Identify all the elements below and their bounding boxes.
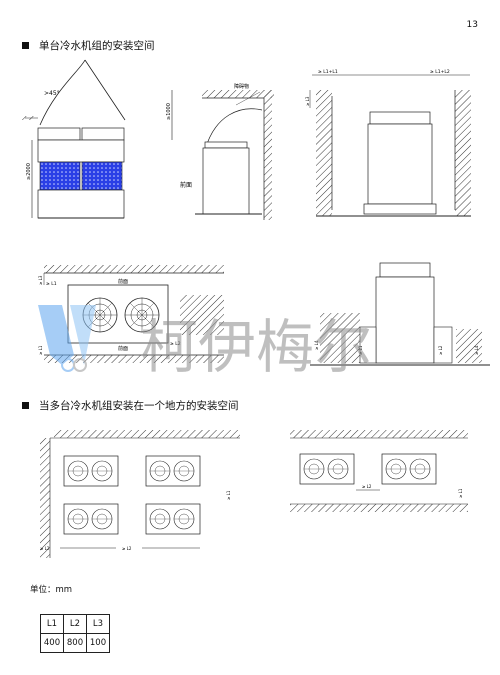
multi-unit-layout-left: ≥ L2 ≥ L2 ≥ L1 [40,430,240,558]
table-header-cell: L1 [40,614,64,634]
pit-width-right-label: ≥ L1+L2 [430,69,450,75]
section-title-text: 当多台冷水机组安装在一个地方的安装空间 [39,400,239,412]
chiller-unit [381,453,437,485]
plan-l2-label: ≥ L2 [170,341,181,347]
section-title-single: 单台冷水机组的安装空间 [22,38,155,53]
unit-plan-view: 前面 前面 ≥ L3 ≥ L1 ≥ L1 ≥ L2 [38,265,224,363]
plan-l1b-label: ≥ L1 [38,345,43,355]
unit-label: 单位：mm [30,585,73,595]
unit-side-elevation: ≥1000 障碍物 前面 [166,83,274,220]
multi-right-l1-label: ≥ L1 [458,488,463,498]
side-l1-label: ≥ L1 [358,345,363,355]
watermark-text: 柯伊梅尔 [140,313,372,381]
multi-l2-label: ≥ L2 [40,546,50,551]
table-header-cell: L3 [86,614,110,634]
front-label-bottom: 前面 [118,345,128,352]
watermark-logo: 柯伊梅尔 [38,305,372,381]
section-title-text: 单台冷水机组的安装空间 [39,40,155,52]
multi-unit-layout-right: ≥ L2 ≥ L1 [290,430,468,512]
table-cell: 100 [86,633,110,653]
chiller-unit [145,455,201,487]
pit-width-left-label: ≥ L1+L1 [318,69,338,75]
front-label: 前面 [180,181,192,189]
unit-side-view-right: ≥ L4 ≥ L1 ≥ L2 ≥ L4 [310,262,490,366]
side-l2-label: ≥ L2 [438,345,443,355]
table-header-cell: L2 [63,614,87,634]
plan-and-side-diagrams: 前面 前面 ≥ L3 ≥ L1 ≥ L1 ≥ L2 ≥ L4 ≥ L1 ≥ L2… [38,262,490,381]
height-label: ≥2000 [26,163,32,180]
chiller-unit [63,503,119,535]
multi-l1-label: ≥ L1 [226,490,231,500]
bullet-square-icon [22,402,29,409]
coil-panel-right [81,161,123,191]
table-cell: 800 [63,633,87,653]
table-row: 400 800 100 [40,633,110,653]
unit-pair-elevation: >45° ≥2000 [22,59,126,219]
single-unit-diagrams: >45° ≥2000 ≥1000 障碍物 前面 ≥ L1+L1 ≥ L1+L2 [22,59,471,220]
obstacle-label: 障碍物 [234,83,249,90]
section-title-multi: 当多台冷水机组安装在一个地方的安装空间 [22,398,239,413]
clearance-table: L1 L2 L3 400 800 100 [40,614,110,653]
pit-depth-label: ≥ L3 [305,96,310,106]
chiller-unit [145,503,201,535]
clearance-arc [39,59,86,126]
multi-right-l2-label: ≥ L2 [362,484,372,489]
page-number: 13 [466,20,478,30]
chiller-unit [63,455,119,487]
table-header-row: L1 L2 L3 [40,614,110,634]
coil-panel-left [39,161,81,191]
multi-l2-label-b: ≥ L2 [122,546,132,551]
chiller-unit [299,453,355,485]
multi-unit-diagrams: ≥ L2 ≥ L2 ≥ L1 ≥ L2 ≥ L1 [40,430,468,558]
unit-pit-section: ≥ L1+L1 ≥ L1+L2 ≥ L3 [305,69,471,217]
table-cell: 400 [40,633,64,653]
plan-l3-label: ≥ L3 [38,275,43,285]
front-label-top: 前面 [118,278,128,285]
top-clearance-label: ≥1000 [166,103,172,120]
fan-icon [124,297,160,333]
bullet-square-icon [22,42,29,49]
side-l4-left-label: ≥ L4 [314,340,319,350]
angle-label: >45° [44,90,60,97]
plan-l1-label: ≥ L1 [46,281,57,287]
side-l4-right-label: ≥ L4 [474,345,479,355]
